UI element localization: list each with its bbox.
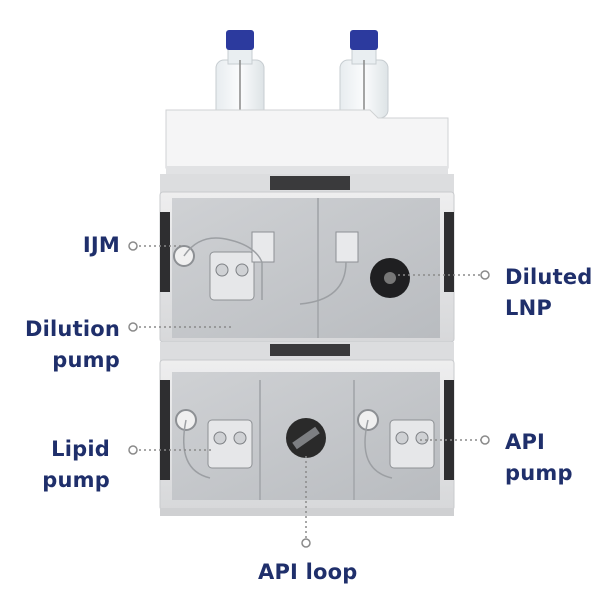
label-diluted-lnp: Diluted LNP (505, 262, 605, 324)
label-dilution-pump: Dilution pump (12, 314, 120, 376)
leader-lines (134, 245, 484, 542)
lipid-pump-head (207, 419, 253, 469)
ijm-valve (173, 245, 195, 267)
label-api-loop: API loop (258, 557, 368, 588)
solvent-bottle-left (215, 30, 265, 119)
leader-dot-ijm (128, 241, 138, 251)
label-diluted-lnp-line2: LNP (505, 296, 552, 320)
label-api-pump: API pump (505, 427, 595, 489)
lower-module (159, 342, 455, 516)
leader-dot-lipid-pump (128, 445, 138, 455)
leader-dot-api-pump (480, 435, 490, 445)
label-dilution-pump-line1: Dilution (25, 317, 120, 341)
solvent-tray (165, 109, 449, 174)
leader-dot-dilution-pump (128, 322, 138, 332)
leader-dot-api-loop (301, 538, 311, 548)
bottle-cap-right (350, 30, 378, 50)
dilution-pump-head (209, 251, 255, 301)
label-api-pump-line2: pump (505, 461, 573, 485)
solvent-bottle-right (339, 30, 389, 119)
label-lipid-pump-line2: pump (42, 468, 110, 492)
label-api-pump-line1: API (505, 430, 546, 454)
api-pump-head (389, 419, 435, 469)
bottle-cap-left (226, 30, 254, 50)
label-api-loop-text: API loop (258, 560, 358, 584)
upper-module (159, 174, 455, 343)
label-ijm: IJM (56, 230, 120, 261)
label-lipid-pump: Lipid pump (30, 434, 110, 496)
label-dilution-pump-line2: pump (52, 348, 120, 372)
leader-endpoints (128, 241, 490, 548)
label-diluted-lnp-line1: Diluted (505, 265, 593, 289)
label-ijm-text: IJM (82, 233, 120, 257)
label-lipid-pump-line1: Lipid (51, 437, 110, 461)
leader-dot-diluted-lnp (480, 270, 490, 280)
